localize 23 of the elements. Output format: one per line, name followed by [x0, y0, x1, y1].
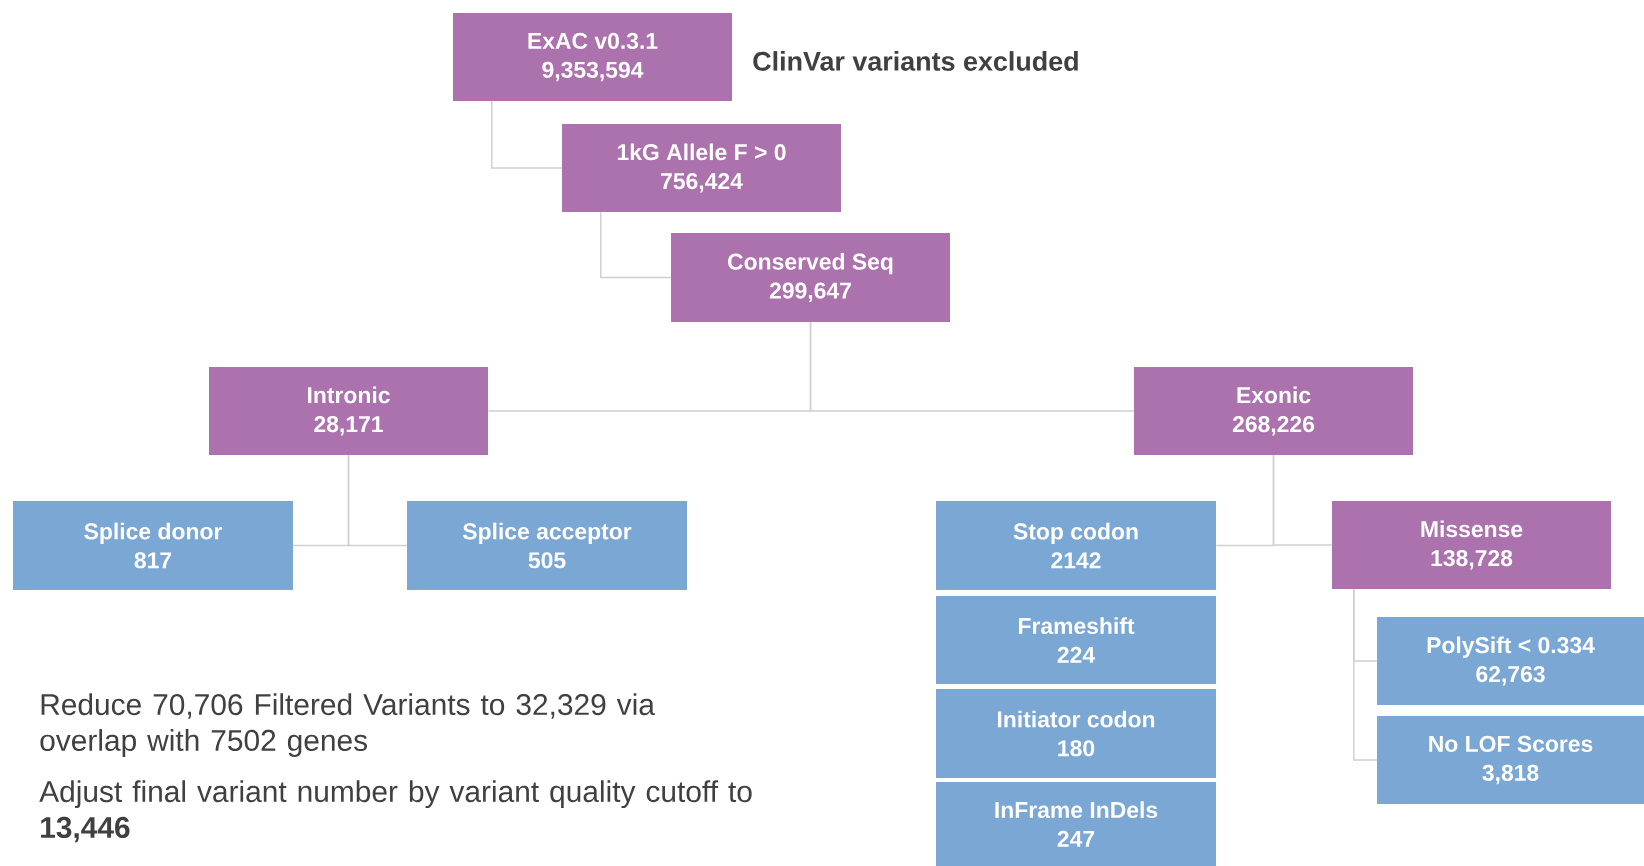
process-box: Missense 138,728	[1332, 501, 1611, 589]
process-box: Stop codon 2142	[936, 501, 1216, 590]
connector-line	[600, 211, 672, 279]
process-box: Initiator codon 180	[936, 689, 1216, 778]
process-box: Splice donor 817	[13, 501, 293, 590]
process-box: Exonic 268,226	[1134, 367, 1413, 455]
process-box: Conserved Seq 299,647	[671, 233, 950, 322]
process-box: ExAC v0.3.1 9,353,594	[453, 13, 732, 101]
text-note: ClinVar variants excluded	[753, 51, 1078, 71]
text-note: Adjust final variant number by variant quality cutoff to 13,446	[39, 780, 752, 843]
connector-line	[491, 100, 563, 169]
connector-line	[1272, 454, 1333, 546]
text-note: Reduce 70,706 Filtered Variants to 32,329 via overlap with 7502 genes	[40, 693, 655, 757]
process-box: 1kG Allele F > 0 756,424	[562, 124, 841, 212]
connector-line	[809, 321, 1135, 412]
process-box: No LOF Scores 3,818	[1377, 716, 1644, 804]
process-box: Splice acceptor 505	[407, 501, 687, 590]
connector-line	[347, 454, 408, 547]
connector-line	[1353, 588, 1378, 761]
process-box: Frameshift 224	[936, 596, 1216, 684]
process-box: Intronic 28,171	[209, 367, 488, 455]
process-box: PolySift < 0.334 62,763	[1377, 617, 1644, 705]
process-box: InFrame InDels 247	[936, 782, 1216, 866]
